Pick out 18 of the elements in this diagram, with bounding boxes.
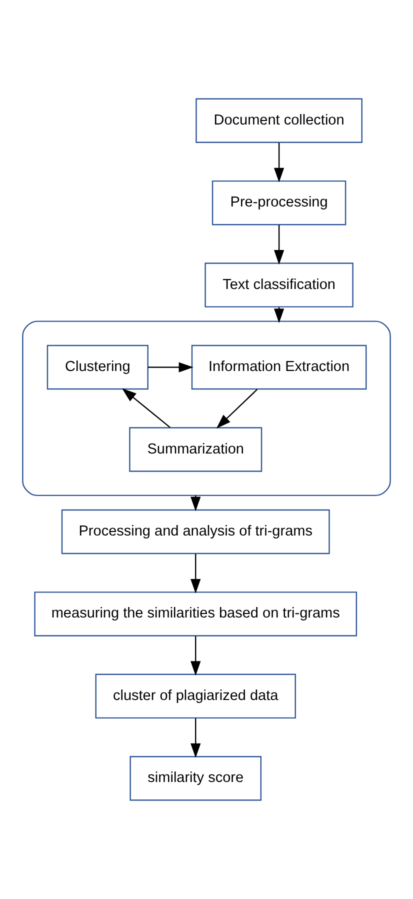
node-box: similarity score <box>130 756 262 801</box>
arrow <box>148 362 194 372</box>
arrow <box>190 554 201 594</box>
arrow <box>190 718 201 758</box>
node-box: Pre-processing <box>212 180 346 226</box>
node-box: Document collection <box>196 98 362 143</box>
arrow <box>274 225 284 265</box>
node-box: Summarization <box>129 427 262 472</box>
node-box: Information Extraction <box>191 344 367 390</box>
arrow <box>216 389 258 428</box>
node-box: cluster of plagiarized data <box>95 674 296 719</box>
node-box: Processing and analysis of tri-grams <box>61 509 330 554</box>
arrow <box>122 388 170 428</box>
node-box: Text classification <box>204 262 354 308</box>
node-box: measuring the similarities based on tri-grams <box>34 592 358 636</box>
arrow <box>274 142 284 182</box>
arrow <box>190 636 201 676</box>
node-box: Clustering <box>46 344 148 390</box>
